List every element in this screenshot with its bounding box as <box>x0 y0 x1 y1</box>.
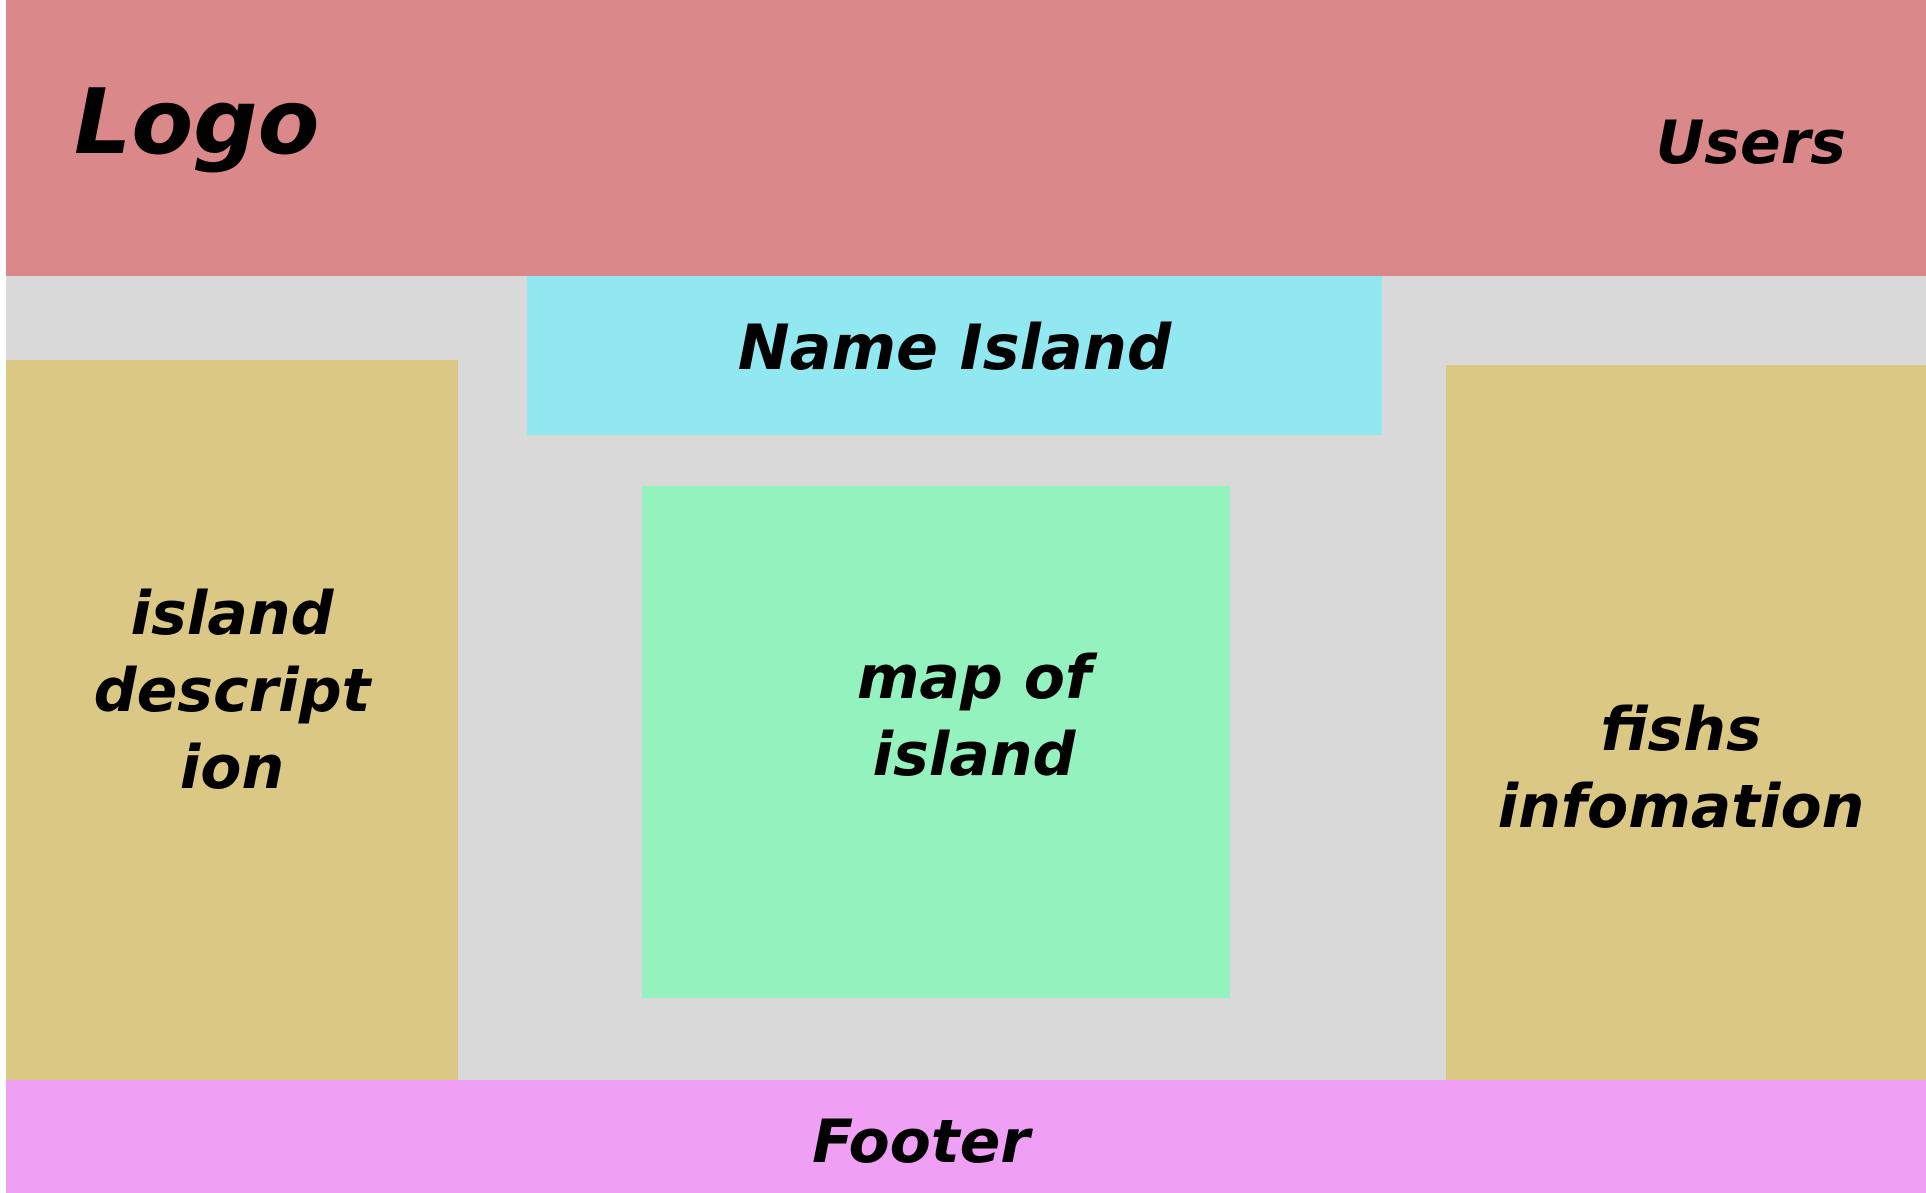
island-description-panel <box>6 360 458 1080</box>
island-map-label: map of island <box>856 643 1092 790</box>
island-name-label: Name Island <box>737 311 1172 384</box>
footer-bar <box>6 1080 1926 1193</box>
footer-label: Footer <box>812 1107 1030 1177</box>
logo-label: Logo <box>74 70 320 175</box>
island-map-block <box>642 486 1230 998</box>
island-description-label: island descript ion <box>93 579 371 803</box>
users-label: Users <box>1655 108 1846 178</box>
fish-information-panel <box>1446 365 1926 1080</box>
header-bar <box>6 0 1926 276</box>
island-name-block <box>527 276 1382 435</box>
fish-information-label: fishs infomation <box>1497 695 1865 842</box>
